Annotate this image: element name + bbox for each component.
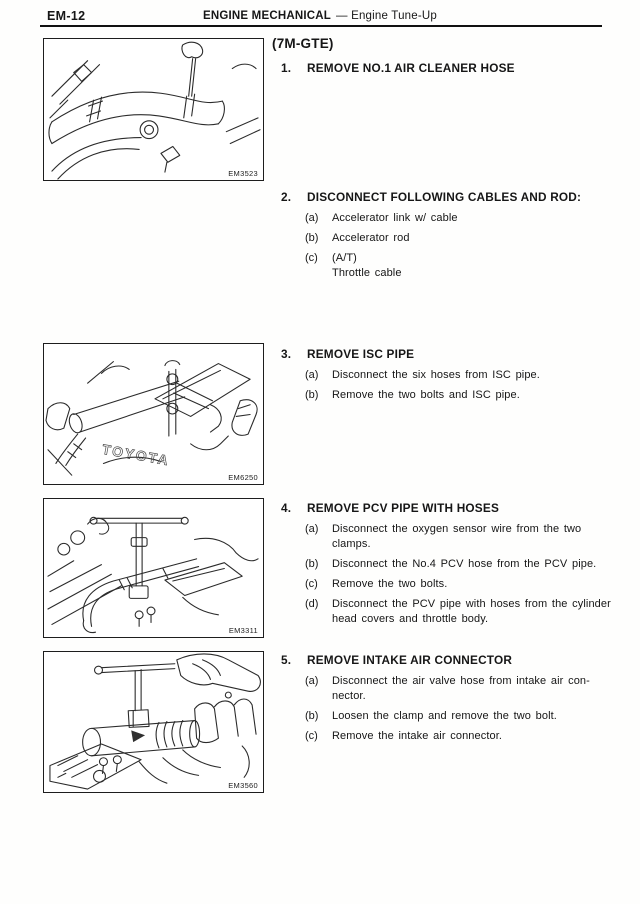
step-number: 1. [281,61,292,75]
substep: (b) Disconnect the No.4 PCV hose from th… [305,557,615,572]
substep: (b) Loosen the clamp and remove the two … [305,709,615,724]
engine-line-drawing [47,516,259,634]
figure-code: EM3523 [228,169,258,178]
step-number: 2. [281,190,292,204]
substep-label: (c) [305,730,318,742]
substep-text: Loosen the clamp and remove the two bolt… [332,710,557,722]
substep-label: (b) [305,232,319,244]
step-title: REMOVE INTAKE AIR CONNECTOR [307,653,513,667]
substep-label: (b) [305,710,319,722]
figure-pcv-pipe: EM3311 [43,498,264,638]
substep-label: (a) [305,369,319,381]
step-title: REMOVE NO.1 AIR CLEANER HOSE [307,61,515,75]
substep: (a) Disconnect the oxygen sensor wire fr… [305,522,615,552]
step-number: 4. [281,501,292,515]
subsection-title: — Engine Tune-Up [335,10,437,22]
page-header: ENGINE MECHANICAL — Engine Tune-Up [0,10,640,22]
engine-model-heading: (7M-GTE) [272,36,334,51]
substep: (c) Remove the two bolts. [305,577,615,592]
figure-code: EM6250 [228,473,258,482]
step-number: 5. [281,653,292,667]
valve-cover-logo-text: TOYOTA [101,442,171,468]
substep-text: Remove the two bolts. [332,578,448,590]
step-3: 3. REMOVE ISC PIPE (a) Disconnect the si… [281,347,615,403]
substep: (b) Accelerator rod [305,231,615,246]
substep-label: (a) [305,212,319,224]
substep: (d) Disconnect the PCV pipe with hoses f… [305,597,615,627]
substep-text: Disconnect the No.4 PCV hose from the PC… [332,558,597,570]
figure-intake-air-connector: EM3560 [43,651,264,793]
figure-isc-pipe: TOYOTA EM6250 [43,343,264,485]
step-title: REMOVE ISC PIPE [307,347,415,361]
page-code: EM-12 [47,9,86,23]
engine-line-drawing: TOYOTA [45,360,258,476]
substep-label: (a) [305,523,319,535]
engine-line-drawing [48,41,261,180]
header-divider-rule [40,25,602,27]
substep-text: Accelerator link w/ cable [332,212,458,224]
substep-text: Disconnect the air valve hose from intak… [332,675,590,702]
figure-code: EM3311 [228,626,258,635]
step-title: REMOVE PCV PIPE WITH HOSES [307,501,500,515]
figure-code: EM3560 [228,781,258,790]
step-4: 4. REMOVE PCV PIPE WITH HOSES (a) Discon… [281,501,615,627]
substep-label: (c) [305,252,318,264]
substep-text: (A/T) Throttle cable [332,252,402,279]
substep: (c) (A/T) Throttle cable [305,251,615,281]
substep: (a) Disconnect the six hoses from ISC pi… [305,368,615,383]
substep: (a) Accelerator link w/ cable [305,211,615,226]
step-2: 2. DISCONNECT FOLLOWING CABLES AND ROD: … [281,190,615,281]
substep: (a) Disconnect the air valve hose from i… [305,674,615,704]
section-title: ENGINE MECHANICAL [202,10,331,22]
substep-label: (d) [305,598,319,610]
substep-label: (c) [305,578,318,590]
step-title: DISCONNECT FOLLOWING CABLES AND ROD: [307,190,582,204]
substep: (c) Remove the intake air connector. [305,729,615,744]
substep-label: (b) [305,389,319,401]
step-5: 5. REMOVE INTAKE AIR CONNECTOR (a) Disco… [281,653,615,744]
figure-air-cleaner-hose: EM3523 [43,38,264,181]
step-1: 1. REMOVE NO.1 AIR CLEANER HOSE [281,61,615,75]
step-number: 3. [281,347,292,361]
substep: (b) Remove the two bolts and ISC pipe. [305,388,615,403]
substep-text: Disconnect the oxygen sensor wire from t… [332,523,582,550]
substep-text: Accelerator rod [332,232,410,244]
substep-text: Disconnect the PCV pipe with hoses from … [332,598,611,625]
substep-label: (a) [305,675,319,687]
engine-line-drawing [49,653,261,790]
substep-text: Remove the intake air connector. [332,730,503,742]
substep-text: Disconnect the six hoses from ISC pipe. [332,369,540,381]
substep-text: Remove the two bolts and ISC pipe. [332,389,520,401]
substep-label: (b) [305,558,319,570]
